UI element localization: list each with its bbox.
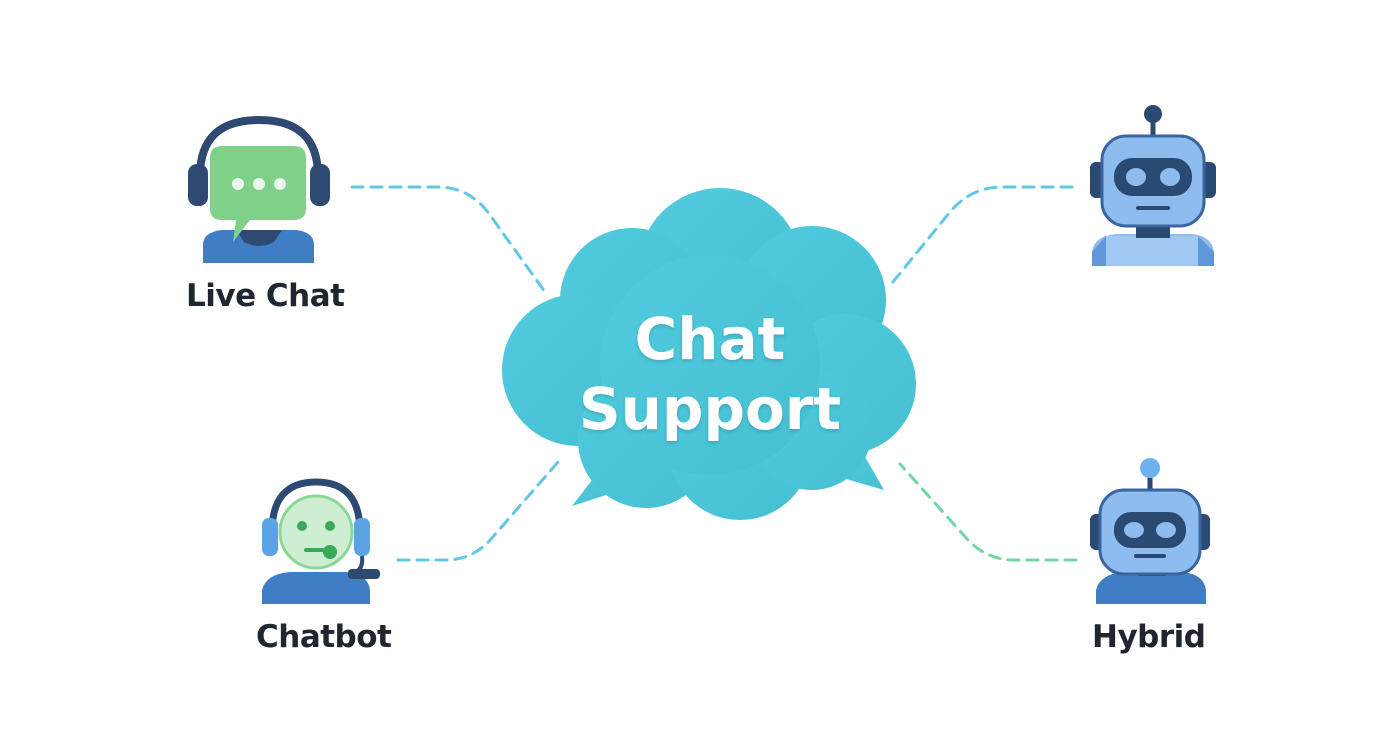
- center-title: Chat Support: [540, 304, 880, 444]
- connector-top-right: [886, 185, 1074, 290]
- connector-live-chat: [350, 185, 547, 294]
- hybrid-robot-icon: [1090, 458, 1210, 604]
- center-title-line2: Support: [578, 375, 842, 443]
- chatbot-label: Chatbot: [256, 619, 392, 655]
- center-title-line1: Chat: [634, 305, 786, 373]
- live-chat-agent-icon: [188, 115, 330, 263]
- chatbot-agent-icon: [262, 478, 380, 604]
- connector-chatbot: [396, 460, 560, 562]
- live-chat-label: Live Chat: [186, 278, 345, 314]
- hybrid-label: Hybrid: [1092, 619, 1206, 655]
- connector-hybrid: [898, 462, 1078, 562]
- chat-support-cloud: [502, 188, 916, 520]
- robot-icon-top-right: [1090, 105, 1216, 266]
